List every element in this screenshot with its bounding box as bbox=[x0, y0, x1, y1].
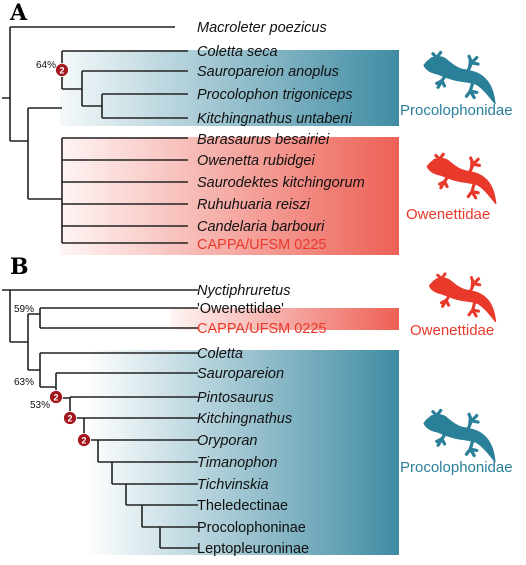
support-value: 63% bbox=[14, 377, 34, 388]
panel-a-red-clade-box bbox=[60, 137, 399, 255]
taxon-label: Theledectinae bbox=[197, 498, 288, 514]
clade-label-owenettidae: Owenettidae bbox=[406, 206, 490, 223]
panel-a-letter: A bbox=[9, 0, 28, 26]
taxon-label: Ruhuhuaria reiszi bbox=[197, 197, 311, 213]
taxon-label: Candelaria barbouri bbox=[197, 219, 325, 235]
taxon-label: CAPPA/UFSM 0225 bbox=[197, 237, 326, 253]
clade-label-owenettidae: Owenettidae bbox=[410, 322, 494, 339]
panel-b-tree bbox=[2, 289, 198, 549]
lizard-icon bbox=[428, 154, 494, 200]
svg-text:2: 2 bbox=[67, 414, 72, 424]
svg-text:2: 2 bbox=[81, 436, 86, 446]
lizard-icon bbox=[425, 410, 493, 458]
taxon-label: Barasaurus besairiei bbox=[197, 132, 330, 148]
node-badge: 2 bbox=[55, 63, 69, 77]
taxon-label: Owenetta rubidgei bbox=[197, 153, 315, 169]
taxon-label: Timanophon bbox=[197, 455, 277, 471]
panel-a-blue-clade-box bbox=[60, 50, 399, 126]
lizard-icon bbox=[425, 52, 493, 100]
panel-b-blue-clade-box bbox=[86, 350, 399, 555]
taxon-label: Pintosaurus bbox=[197, 390, 274, 406]
panel-b-red-clade-box bbox=[170, 308, 399, 330]
support-value: 59% bbox=[14, 304, 34, 315]
support-value: 64% bbox=[36, 60, 56, 71]
taxon-label: Saurodektes kitchingorum bbox=[197, 175, 365, 191]
taxon-label: Leptopleuroninae bbox=[197, 541, 309, 557]
node-badge: 2 bbox=[49, 390, 63, 404]
svg-text:2: 2 bbox=[59, 66, 64, 76]
taxon-label: Tichvinskia bbox=[197, 477, 269, 493]
lizard-icon bbox=[431, 274, 495, 318]
taxon-label: Sauropareion bbox=[197, 366, 284, 382]
taxon-label: Nyctiphruretus bbox=[197, 283, 290, 299]
taxon-label: Kitchingnathus untabeni bbox=[197, 111, 353, 127]
svg-text:2: 2 bbox=[53, 393, 58, 403]
node-badge: 2 bbox=[63, 411, 77, 425]
taxon-label: Kitchingnathus bbox=[197, 411, 292, 427]
taxon-label: Procolophoninae bbox=[197, 520, 306, 536]
taxon-label: 'Owenettidae' bbox=[197, 301, 284, 317]
support-value: 53% bbox=[30, 400, 50, 411]
clade-label-procolophonidae: Procolophonidae bbox=[400, 459, 513, 476]
clade-label-procolophonidae: Procolophonidae bbox=[400, 102, 513, 119]
panel-a-tree bbox=[2, 26, 188, 244]
taxon-label: Procolophon trigoniceps bbox=[197, 87, 353, 103]
taxon-label: Coletta seca bbox=[197, 44, 278, 60]
taxon-label: Coletta bbox=[197, 346, 243, 362]
taxon-label: Macroleter poezicus bbox=[197, 20, 327, 36]
panel-b-letter: B bbox=[10, 254, 29, 280]
taxon-label: Oryporan bbox=[197, 433, 257, 449]
taxon-label: CAPPA/UFSM 0225 bbox=[197, 321, 326, 337]
node-badge: 2 bbox=[77, 433, 91, 447]
taxon-label: Sauropareion anoplus bbox=[197, 64, 339, 80]
